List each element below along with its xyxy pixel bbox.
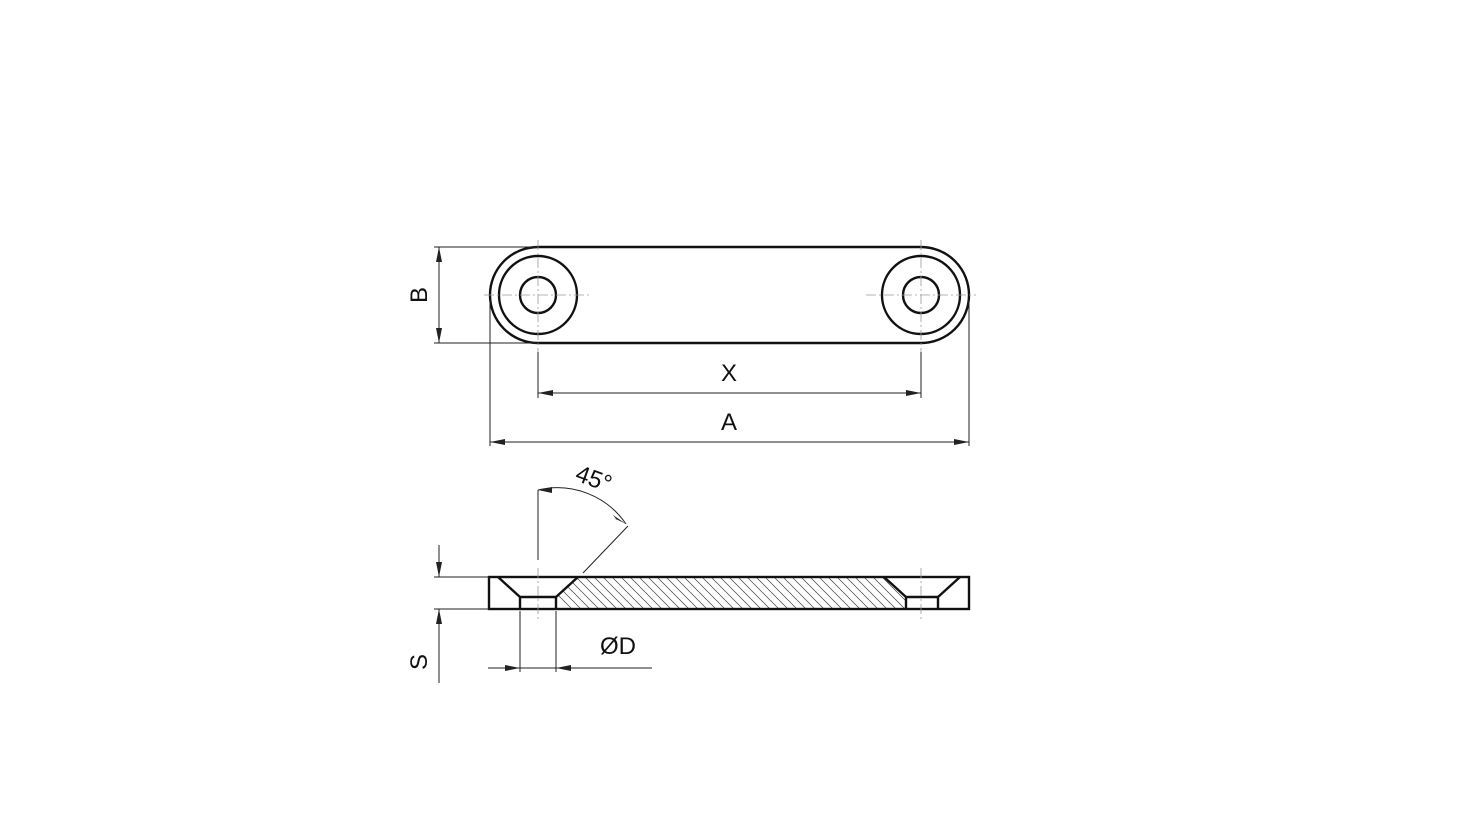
dimension-x: X xyxy=(537,352,922,398)
hatch-line xyxy=(872,577,906,609)
hatch-line xyxy=(701,577,735,609)
hatch-line xyxy=(556,577,582,609)
hatch-line xyxy=(818,577,852,609)
hatch-line xyxy=(800,577,834,609)
hatch-line xyxy=(746,577,780,609)
dimension-b-label: B xyxy=(406,287,433,303)
dimension-a-label: A xyxy=(721,409,737,436)
hatch-line xyxy=(620,577,654,609)
hatch-line xyxy=(782,577,816,609)
hatch-line xyxy=(764,577,798,609)
side-view: 45° S ØD xyxy=(406,460,977,683)
hatch-line xyxy=(728,577,762,609)
hatch-line xyxy=(710,577,744,609)
hatch-line xyxy=(909,577,941,609)
hatch-line xyxy=(692,577,726,609)
hatch-line xyxy=(584,577,618,609)
hatch-line xyxy=(791,577,825,609)
hatch-line xyxy=(827,577,861,609)
hatch-line xyxy=(945,577,977,609)
section-hatching xyxy=(556,577,977,609)
left-countersink-section xyxy=(497,576,522,609)
dimension-b: B xyxy=(406,246,538,344)
hatch-line xyxy=(737,577,771,609)
hatch-line xyxy=(918,577,950,609)
hatch-line xyxy=(656,577,690,609)
hatch-line xyxy=(556,577,573,609)
hatch-line xyxy=(611,577,645,609)
right-countersink-section xyxy=(883,576,908,609)
hatch-line xyxy=(674,577,708,609)
hatch-line xyxy=(845,577,879,609)
hatch-line xyxy=(629,577,663,609)
hatch-line xyxy=(755,577,789,609)
plate-section-outline xyxy=(487,575,971,611)
dimension-angle-label: 45° xyxy=(572,460,615,498)
dimension-d: ØD xyxy=(488,611,652,672)
hatch-line xyxy=(683,577,717,609)
hatch-line xyxy=(854,577,888,609)
hatch-line xyxy=(638,577,672,609)
hatch-line xyxy=(719,577,753,609)
hatch-line xyxy=(593,577,627,609)
hatch-line xyxy=(836,577,870,609)
dimension-x-label: X xyxy=(721,360,737,387)
dimension-d-label: ØD xyxy=(600,633,636,660)
dimension-angle: 45° xyxy=(537,460,629,574)
hatch-line xyxy=(575,577,609,609)
hatch-line xyxy=(665,577,699,609)
dimension-s: S xyxy=(406,545,489,683)
hatch-line xyxy=(809,577,843,609)
dimension-a: A xyxy=(489,300,970,446)
hatch-line xyxy=(602,577,636,609)
hatch-line xyxy=(863,577,897,609)
hatch-line xyxy=(881,577,906,609)
hatch-line xyxy=(647,577,681,609)
hatch-line xyxy=(773,577,807,609)
dimension-s-label: S xyxy=(406,654,433,670)
top-view: B X A xyxy=(406,240,976,446)
